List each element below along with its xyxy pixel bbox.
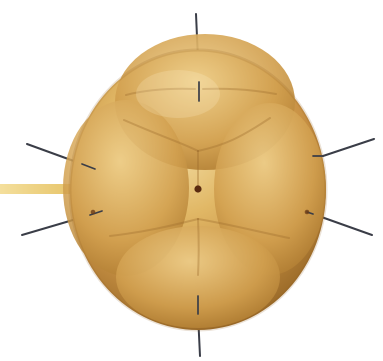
golden-body [63,34,326,330]
center-dot [194,185,201,192]
pointer-bar [0,184,72,194]
axis-right-upper [323,139,374,156]
left-dot [91,210,96,215]
specular-highlight [136,70,220,118]
right-dot [305,210,310,215]
